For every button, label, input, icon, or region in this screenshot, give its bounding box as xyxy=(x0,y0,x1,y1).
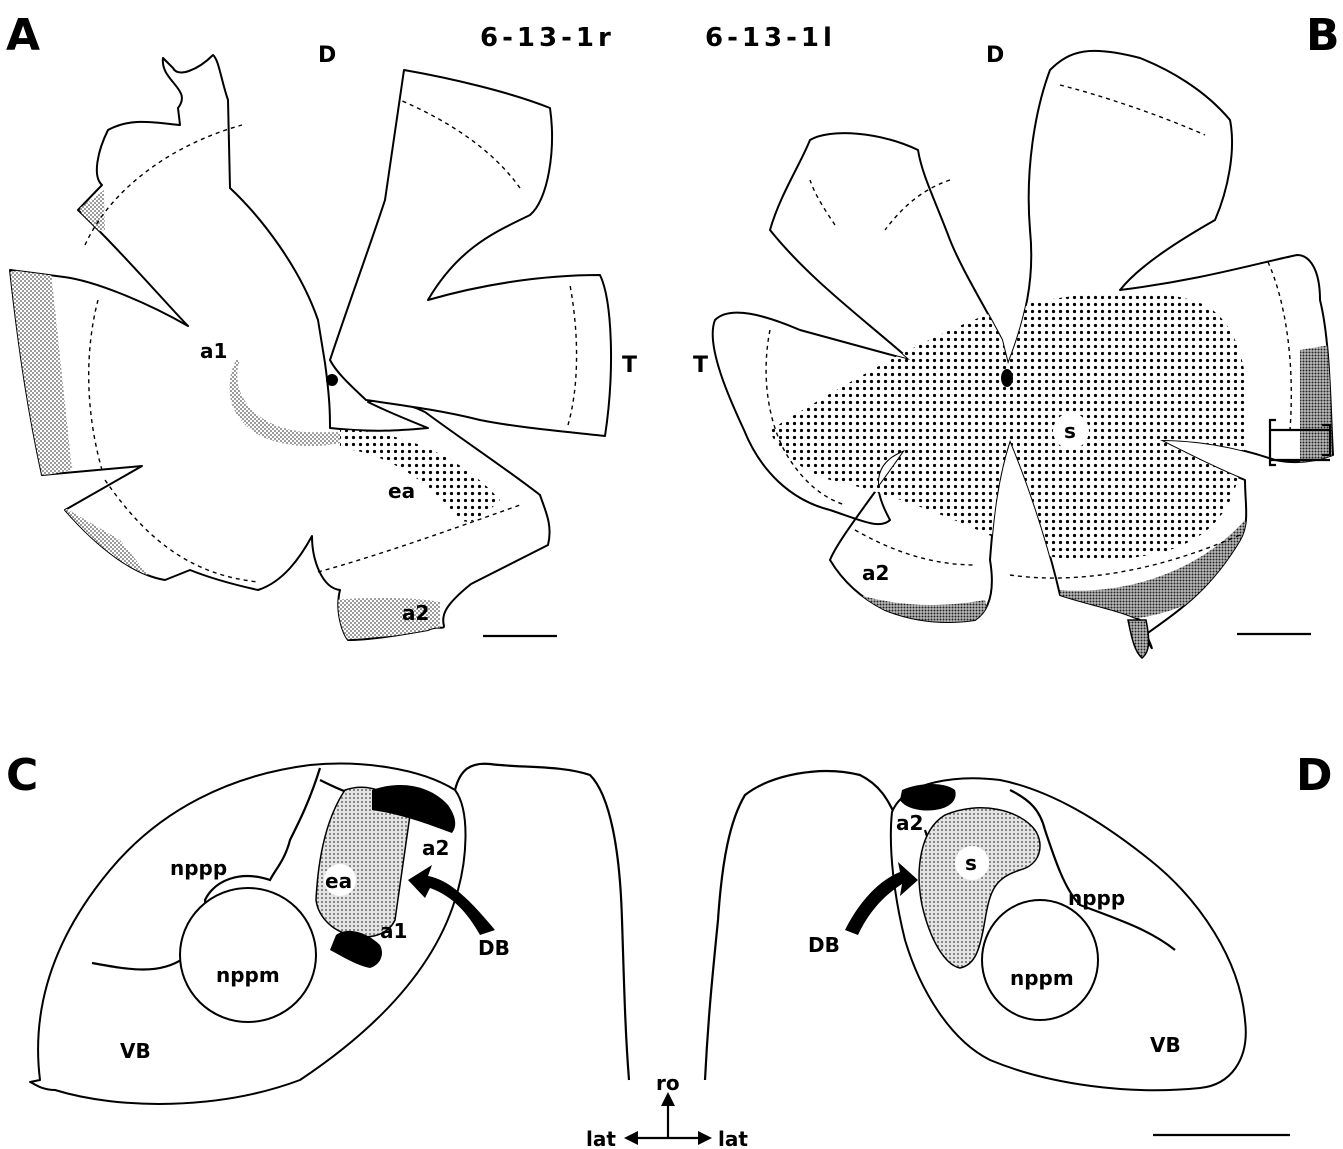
brain-c-label-a2: a2 xyxy=(422,836,449,860)
retina-b-label-s: s xyxy=(1064,419,1076,443)
axis-lateral-left-label: lat xyxy=(586,1127,616,1149)
brain-c-label-nppp: nppp xyxy=(170,856,227,880)
specimen-id-left: 6-13-1r xyxy=(480,23,615,53)
retina-a-label-ea: ea xyxy=(388,479,415,503)
brain-d-label-a2: a2 xyxy=(896,811,923,835)
retina-a-optic-disc xyxy=(326,374,338,386)
retina-b: D T s a2 xyxy=(693,43,1333,658)
brain-d-label-s: s xyxy=(965,851,977,875)
brain-c-label-db: DB xyxy=(478,936,510,960)
axis-rostral-label: ro xyxy=(656,1071,680,1095)
brain-c-label-nppm: nppm xyxy=(216,963,280,987)
retina-a-label-a2: a2 xyxy=(402,601,429,625)
panel-label-c: C xyxy=(6,750,38,801)
brain-d-nppm xyxy=(982,900,1098,1020)
brain-d: a2 s nppp nppm VB DB xyxy=(808,778,1290,1135)
axis-lateral-right-label: lat xyxy=(718,1127,748,1149)
midline-right-hemisphere xyxy=(705,771,895,1080)
panel-label-a: A xyxy=(6,10,40,61)
retina-b-zone-s-fill xyxy=(770,292,1248,560)
retina-b-tail xyxy=(1128,620,1149,658)
retina-a-label-a1: a1 xyxy=(200,339,227,363)
orientation-axes: ro lat lat xyxy=(586,1071,748,1149)
retina-b-temporal-label: T xyxy=(693,353,708,378)
retina-a-petal-dorsal-temporal xyxy=(330,70,611,436)
panel-label-d: D xyxy=(1296,750,1333,801)
brain-d-label-nppp: nppp xyxy=(1068,886,1125,910)
retina-b-dorsal-label: D xyxy=(986,43,1004,68)
panel-label-b: B xyxy=(1306,10,1340,61)
brain-c-nppm xyxy=(180,888,316,1022)
retina-a: D T a1 ea a2 xyxy=(10,43,637,640)
retina-a-dorsal-label: D xyxy=(318,43,336,68)
brain-c-label-ea: ea xyxy=(325,869,352,893)
brain-c: ea a2 a1 nppp nppm VB DB xyxy=(30,764,510,1104)
brain-d-label-vb: VB xyxy=(1150,1033,1181,1057)
retina-b-optic-disc xyxy=(1001,369,1013,387)
brain-c-label-a1: a1 xyxy=(380,919,407,943)
retina-b-label-a2: a2 xyxy=(862,561,889,585)
axis-lateral-left-arrowhead xyxy=(624,1131,638,1145)
brain-d-label-db: DB xyxy=(808,933,840,957)
brain-c-label-vb: VB xyxy=(120,1039,151,1063)
brain-d-label-nppm: nppm xyxy=(1010,966,1074,990)
retina-a-temporal-label: T xyxy=(622,353,637,378)
axis-lateral-right-arrowhead xyxy=(698,1131,712,1145)
retina-b-peripheral-fill-edge xyxy=(1300,345,1332,462)
specimen-id-right: 6-13-1l xyxy=(705,23,836,53)
